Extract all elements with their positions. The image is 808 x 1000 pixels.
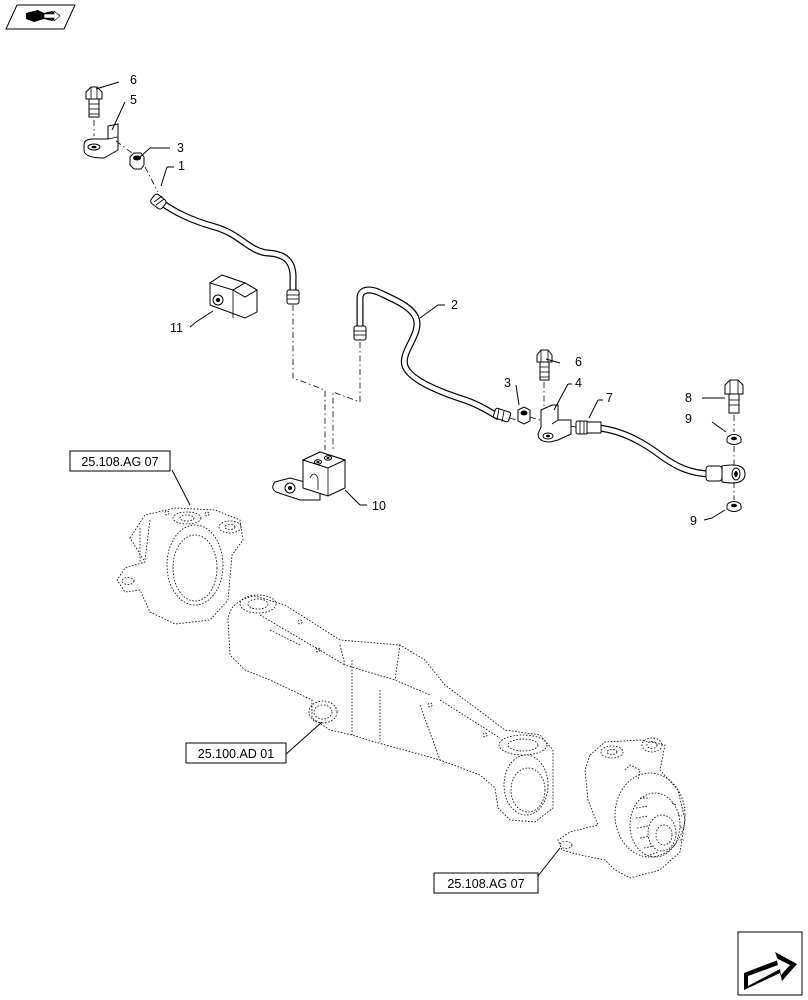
block-10[interactable] xyxy=(272,451,347,501)
next-page-arrow-icon[interactable] xyxy=(737,931,803,996)
bracket-4[interactable] xyxy=(537,404,572,443)
steering-knuckle-right xyxy=(557,737,686,879)
bracket-5[interactable] xyxy=(83,123,119,159)
reference-box-knuckle-left[interactable]: 25.108.AG 07 xyxy=(69,450,171,472)
callout-9-lower: 9 xyxy=(690,514,697,528)
bolt-8[interactable] xyxy=(724,379,744,414)
svg-text:25.108.AG 07: 25.108.AG 07 xyxy=(81,455,158,469)
callout-2: 2 xyxy=(451,298,458,312)
callout-3-right: 3 xyxy=(504,376,511,390)
callout-6-right: 6 xyxy=(575,355,582,369)
nut-3-right[interactable] xyxy=(517,406,531,425)
hose-7[interactable] xyxy=(575,420,746,484)
block-11[interactable] xyxy=(208,274,258,319)
callout-10: 10 xyxy=(372,499,386,513)
leader-lines xyxy=(95,81,727,877)
callout-3-left: 3 xyxy=(177,141,184,155)
callout-8: 8 xyxy=(685,391,692,405)
reference-box-axle[interactable]: 25.100.AD 01 xyxy=(185,742,287,764)
svg-text:25.108.AG 07: 25.108.AG 07 xyxy=(447,877,524,891)
svg-text:25.100.AD 01: 25.100.AD 01 xyxy=(198,747,274,761)
callout-4: 4 xyxy=(575,376,582,390)
callout-6-left: 6 xyxy=(130,73,137,87)
callout-9-upper: 9 xyxy=(685,412,692,426)
tube-2[interactable] xyxy=(353,286,512,423)
book-arrow-icon[interactable] xyxy=(5,4,76,30)
tube-1[interactable] xyxy=(149,193,300,305)
bolt-6-left[interactable] xyxy=(85,86,103,118)
callout-5: 5 xyxy=(130,93,137,107)
washer-9-lower[interactable] xyxy=(726,501,742,512)
bolt-6-right[interactable] xyxy=(536,349,553,381)
reference-box-knuckle-right[interactable]: 25.108.AG 07 xyxy=(433,872,539,894)
callout-11: 11 xyxy=(170,321,183,335)
steering-knuckle-left xyxy=(116,507,244,625)
callout-1: 1 xyxy=(178,159,185,173)
washer-9-upper[interactable] xyxy=(726,434,742,445)
callout-7: 7 xyxy=(606,391,613,405)
axle-housing xyxy=(227,594,554,823)
callout-labels: 6 5 3 1 11 2 6 3 4 7 8 9 9 10 xyxy=(130,73,697,528)
